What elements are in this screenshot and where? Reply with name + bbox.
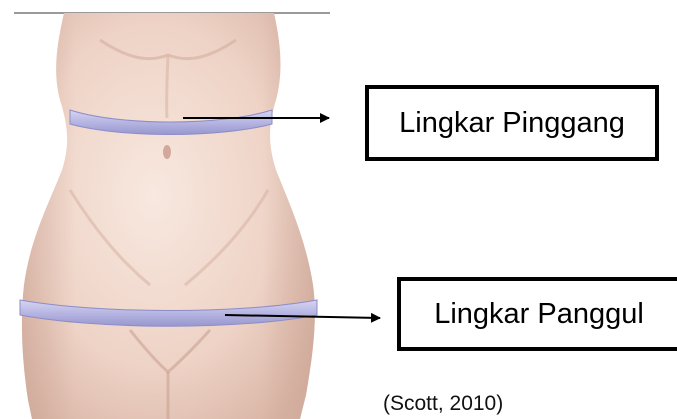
source-citation: (Scott, 2010) (383, 392, 503, 416)
hip-label: Lingkar Panggul (434, 298, 644, 331)
navel (163, 145, 171, 159)
hip-label-box: Lingkar Panggul (397, 277, 677, 351)
waist-label: Lingkar Pinggang (399, 107, 625, 140)
waist-label-box: Lingkar Pinggang (365, 85, 659, 161)
abdomen-midline (167, 55, 168, 118)
